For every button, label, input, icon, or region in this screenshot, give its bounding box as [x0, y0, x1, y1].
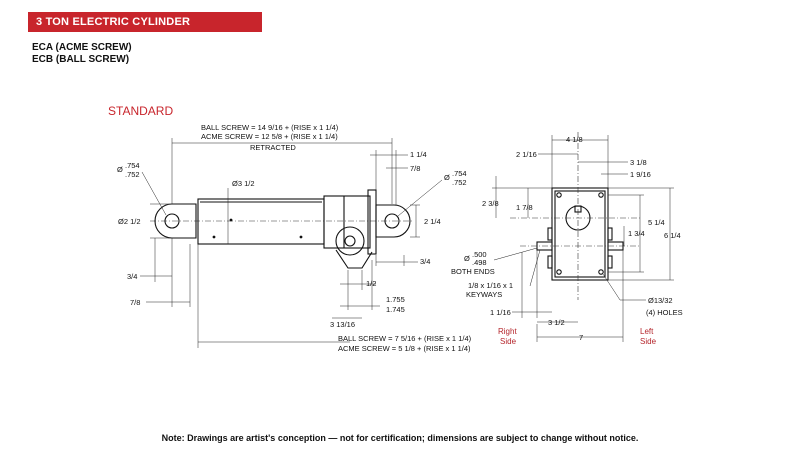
- bottom-dim-acme: ACME SCREW = 5 1/8 + (RISE x 1 1/4): [338, 344, 471, 353]
- dim-3-1-2: 3 1/2: [548, 318, 565, 327]
- left-pin-hole: [164, 213, 180, 229]
- shaft-dia-b: .498: [472, 258, 487, 267]
- dim-7-8-left: 7/8: [130, 298, 140, 307]
- pin-dia-right-b: .752: [452, 178, 467, 187]
- dim-7-8-top: 7/8: [410, 164, 420, 173]
- holes-dia: Ø13/32: [648, 296, 673, 305]
- pin-dia-left-a: .754: [125, 161, 140, 170]
- dim-1-2: 1/2: [366, 279, 376, 288]
- dim-2-3-8: 2 3/8: [482, 199, 499, 208]
- dim-7: 7: [579, 333, 583, 342]
- clevis-dia: Ø2 1/2: [118, 217, 141, 226]
- gear-mount: [335, 249, 373, 269]
- keyway-line2: KEYWAYS: [466, 290, 502, 299]
- top-dim-ball: BALL SCREW = 14 9/16 + (RISE x 1 1/4): [201, 123, 339, 132]
- tube-dia: Ø3 1/2: [232, 179, 255, 188]
- holes-count: (4) HOLES: [646, 308, 683, 317]
- top-dim-acme: ACME SCREW = 12 5/8 + (RISE x 1 1/4): [201, 132, 338, 141]
- keyway-line1: 1/8 x 1/16 x 1: [468, 281, 513, 290]
- dim-5-1-4: 5 1/4: [648, 218, 665, 227]
- model-ecb: ECB (BALL SCREW): [32, 54, 130, 65]
- bottom-dim-ball: BALL SCREW = 7 5/16 + (RISE x 1 1/4): [338, 334, 472, 343]
- section-label: STANDARD: [108, 104, 174, 118]
- pin-dia-right-label: Ø: [444, 173, 450, 182]
- dim-1745: 1.745: [386, 305, 405, 314]
- dim-2-1-16: 2 1/16: [516, 150, 537, 159]
- model-list: ECA (ACME SCREW) ECB (BALL SCREW): [32, 42, 132, 66]
- top-dim-retracted: RETRACTED: [250, 143, 296, 152]
- right-side-label-2: Side: [500, 337, 517, 346]
- cylinder-tube: [197, 198, 325, 245]
- dim-4-1-8: 4 1/8: [566, 135, 583, 144]
- pin-dia-left-label: Ø: [117, 165, 123, 174]
- left-side-label-1: Left: [640, 327, 654, 336]
- page-title: 3 TON ELECTRIC CYLINDER: [36, 16, 191, 28]
- title-banner: 3 TON ELECTRIC CYLINDER: [28, 12, 262, 32]
- pin-dia-right-a: .754: [452, 169, 467, 178]
- right-side-label-1: Right: [498, 327, 517, 336]
- dim-3-4-left: 3/4: [127, 272, 137, 281]
- dim-3-1-8: 3 1/8: [630, 158, 647, 167]
- dim-6-1-4: 6 1/4: [664, 231, 681, 240]
- left-side-label-2: Side: [640, 337, 657, 346]
- both-ends: BOTH ENDS: [451, 267, 495, 276]
- dim-1-3-4: 1 3/4: [628, 229, 645, 238]
- dim-2-1-4: 2 1/4: [424, 217, 441, 226]
- dim-1-9-16: 1 9/16: [630, 170, 651, 179]
- dim-3-13-16: 3 13/16: [330, 320, 355, 329]
- dim-1755: 1.755: [386, 295, 405, 304]
- shaft-dia-symbol: Ø: [464, 254, 470, 263]
- side-view: 4 1/8 2 1/16 3 1/8 1 9/16 2 3/8 1 7/8 5 …: [451, 132, 683, 346]
- pin-dia-left-b: .752: [125, 170, 140, 179]
- gear-housing: [323, 195, 371, 249]
- right-pin-hole: [384, 213, 400, 229]
- right-clevis: [375, 204, 411, 238]
- dim-1-1-4-top: 1 1/4: [410, 150, 427, 159]
- dim-3-4-right: 3/4: [420, 257, 430, 266]
- flange: [367, 189, 377, 255]
- dim-1-1-16: 1 1/16: [490, 308, 511, 317]
- drive-gear: [335, 226, 365, 256]
- model-eca: ECA (ACME SCREW): [32, 42, 132, 53]
- footer-note: Note: Drawings are artist's conception —…: [161, 433, 639, 443]
- dim-1-7-8: 1 7/8: [516, 203, 533, 212]
- shaft-dia-a: .500: [472, 250, 487, 259]
- front-view: BALL SCREW = 14 9/16 + (RISE x 1 1/4) AC…: [117, 123, 517, 353]
- side-housing: [551, 187, 609, 281]
